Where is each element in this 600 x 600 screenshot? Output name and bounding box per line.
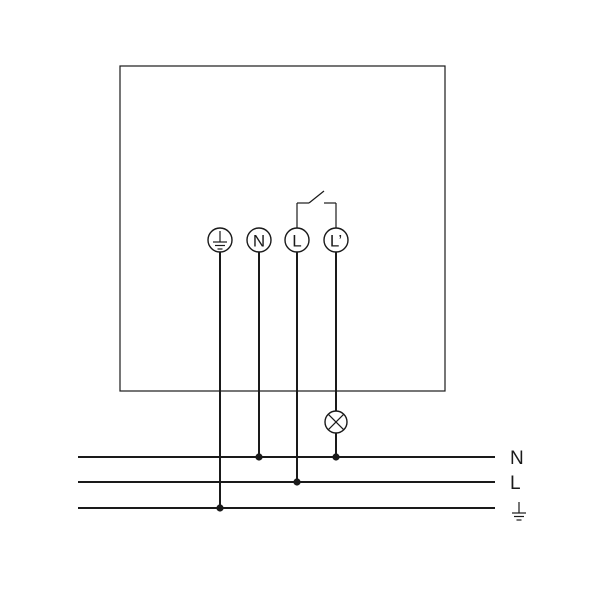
terminal-live-label: L <box>292 232 301 251</box>
terminal-switched-live-label: L’ <box>330 232 342 251</box>
earth-junction <box>216 504 224 512</box>
neutral-junction <box>255 453 263 461</box>
neutral-rail-label: N <box>510 448 524 469</box>
earth-icon <box>213 231 227 250</box>
device-housing <box>119 65 446 392</box>
terminal-live: L <box>284 227 310 253</box>
relay-contact <box>296 190 337 228</box>
terminal-neutral-label: N <box>253 232 265 251</box>
terminal-switched-live: L’ <box>323 227 349 253</box>
lamp-icon <box>324 410 348 434</box>
terminal-neutral: N <box>246 227 272 253</box>
lamp-neutral-junction <box>332 453 340 461</box>
live-rail-label: L <box>510 473 521 494</box>
live-junction <box>293 478 301 486</box>
terminal-earth <box>207 227 233 253</box>
earth-rail-icon <box>512 502 526 521</box>
